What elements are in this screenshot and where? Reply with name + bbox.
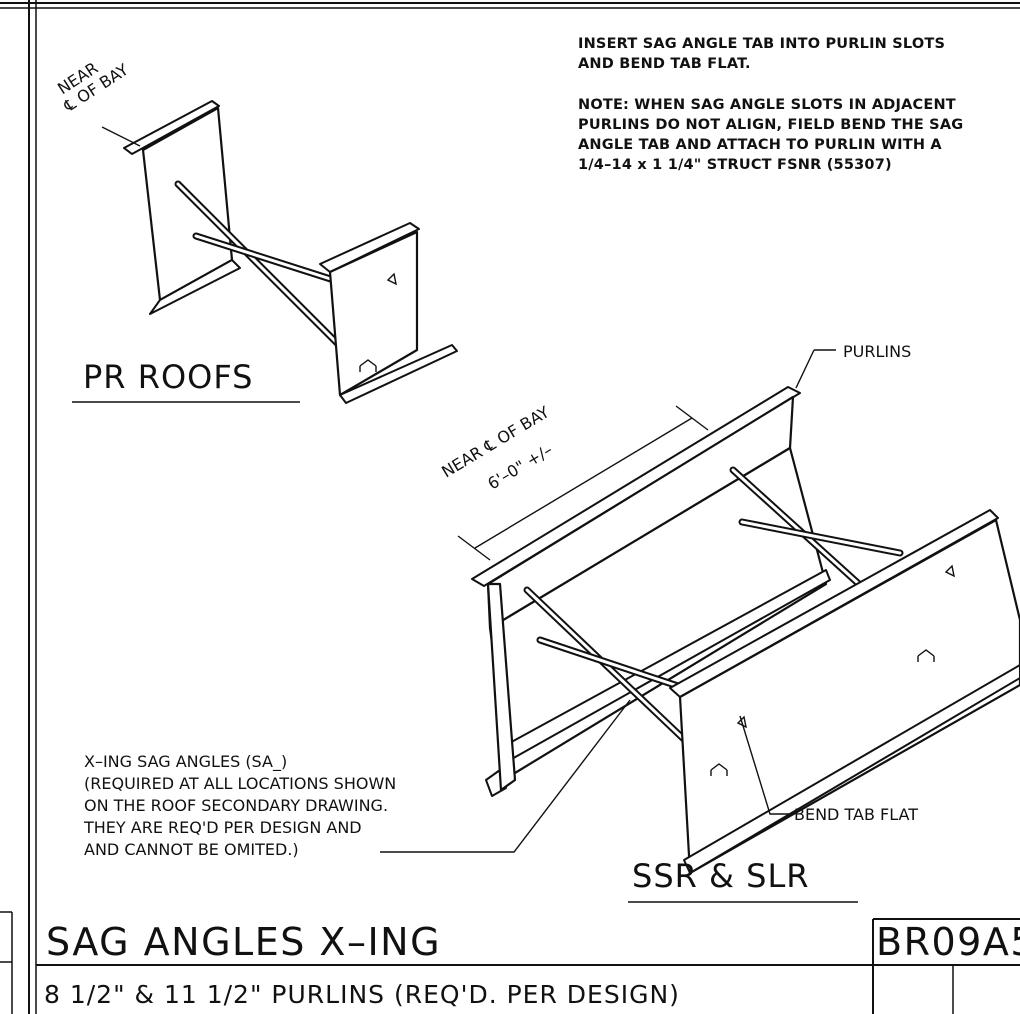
svg-text:(REQUIRED AT ALL LOCATIONS SHO: (REQUIRED AT ALL LOCATIONS SHOWN [84,774,396,793]
pr-roofs-detail: NEAR ℄ OF BAY PR ROOFS [54,58,458,404]
callout-note: X–ING SAG ANGLES (SA_) (REQUIRED AT ALL … [83,752,396,859]
svg-text:ON THE ROOF SECONDARY DRAWING.: ON THE ROOF SECONDARY DRAWING. [84,796,388,815]
ssr-far-purlin [471,386,831,797]
pr-far-purlin [123,100,241,315]
svg-text:1/4–14 x 1 1/4" STRUCT FSNR (5: 1/4–14 x 1 1/4" STRUCT FSNR (55307) [578,157,892,173]
pr-near-label: NEAR ℄ OF BAY [54,58,132,116]
drawing-number: BR09A5 [876,920,1020,964]
pr-near-purlin [319,222,458,404]
ssr-near-purlin [669,509,1020,875]
svg-text:AND CANNOT BE OMITED.): AND CANNOT BE OMITED.) [84,840,299,859]
svg-text:ANGLE TAB AND ATTACH TO PURLIN: ANGLE TAB AND ATTACH TO PURLIN WITH A [578,137,942,153]
svg-text:AND BEND TAB FLAT.: AND BEND TAB FLAT. [578,56,751,72]
pr-roofs-caption: PR ROOFS [83,358,253,396]
pr-sag-angles [174,180,344,350]
title-block: SAG ANGLES X–ING 8 1/2" & 11 1/2" PURLIN… [36,918,1020,1014]
notes-block: INSERT SAG ANGLE TAB INTO PURLIN SLOTS A… [578,36,963,173]
svg-text:X–ING SAG ANGLES (SA_): X–ING SAG ANGLES (SA_) [84,752,287,772]
ssr-sag-angles [523,466,904,749]
ssr-slr-caption: SSR & SLR [632,857,810,895]
svg-text:PURLINS DO NOT ALIGN, FIELD BE: PURLINS DO NOT ALIGN, FIELD BEND THE SAG [578,117,963,133]
svg-text:NOTE: WHEN SAG ANGLE SLOTS IN: NOTE: WHEN SAG ANGLE SLOTS IN ADJACENT [578,97,956,113]
drawing-subtitle: 8 1/2" & 11 1/2" PURLINS (REQ'D. PER DES… [44,980,680,1009]
svg-text:THEY ARE REQ'D PER DESIGN AND: THEY ARE REQ'D PER DESIGN AND [83,818,362,837]
ssr-slr-detail: PURLINS 6'–0" +/– NEAR ℄ OF BAY BEND TAB… [380,342,1020,903]
bend-tab-label: BEND TAB FLAT [794,805,918,824]
svg-text:INSERT SAG ANGLE TAB INTO PURL: INSERT SAG ANGLE TAB INTO PURLIN SLOTS [578,36,945,52]
purlins-label: PURLINS [843,342,911,361]
drawing-title: SAG ANGLES X–ING [46,920,441,964]
